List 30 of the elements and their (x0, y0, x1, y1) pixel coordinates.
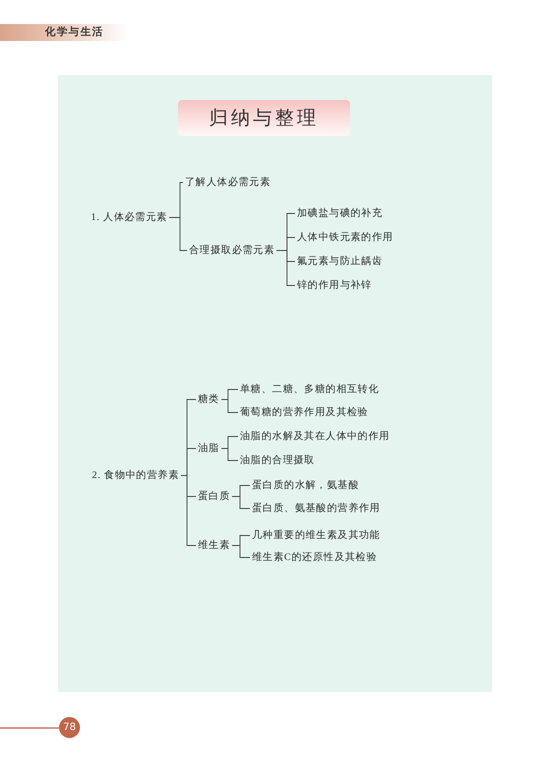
bracket-line (232, 545, 250, 558)
subtopic-label: 维生素 (196, 539, 232, 552)
item-label: 人体中铁元素的作用 (295, 231, 396, 244)
running-header: 化学与生活 (0, 24, 128, 41)
subtopic-label: 油脂 (196, 442, 222, 455)
item-label: 油脂的合理摄取 (238, 454, 317, 467)
bracket-line (232, 496, 250, 509)
subtopic-label: 糖类 (196, 393, 222, 406)
item-label: 锌的作用与补锌 (295, 279, 374, 292)
item-label: 维生素C的还原性及其检验 (250, 551, 380, 564)
item-label: 蛋白质的水解，氨基酸 (250, 479, 361, 492)
topic-label: 2. 食物中的营养素 (90, 469, 181, 482)
item-label: 蛋白质、氨基酸的营养作用 (250, 502, 382, 515)
bracket-line (168, 217, 188, 251)
subtopic-label: 蛋白质 (196, 490, 232, 503)
title-banner: 归纳与整理 (178, 100, 350, 136)
bracket-line (276, 250, 296, 286)
bracket-line (180, 475, 196, 546)
item-label: 葡萄糖的营养作用及其检验 (238, 406, 370, 419)
item-label: 油脂的水解及其在人体中的作用 (238, 430, 392, 443)
topic-label: 1. 人体必需元素 (89, 211, 170, 224)
item-label: 几种重要的维生素及其功能 (250, 529, 382, 542)
item-label: 单糖、二糖、多糖的相互转化 (238, 383, 382, 396)
subtopic-label: 合理摄取必需元素 (187, 244, 277, 257)
bracket-line (220, 448, 238, 461)
page-number: 78 (59, 717, 80, 738)
subtopic-label: 了解人体必需元素 (183, 176, 273, 189)
item-label: 加碘盐与碘的补充 (295, 207, 385, 220)
item-label: 氟元素与防止龋齿 (295, 255, 385, 268)
bracket-line (220, 399, 238, 413)
